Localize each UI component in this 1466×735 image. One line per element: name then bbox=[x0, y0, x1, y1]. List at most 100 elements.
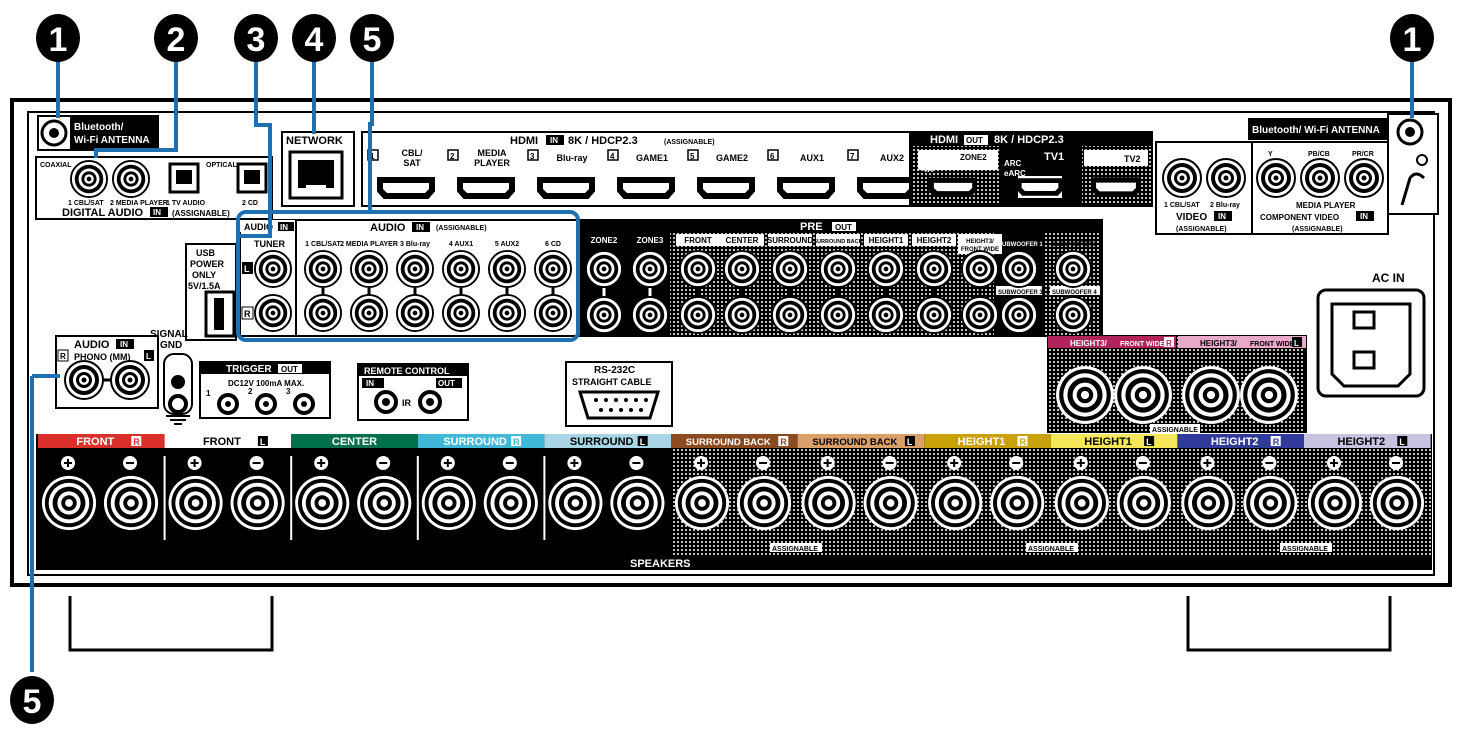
component-pr-jack[interactable] bbox=[1344, 158, 1384, 198]
tuner-r-jack[interactable] bbox=[254, 294, 292, 332]
speaker-plus-post[interactable] bbox=[674, 475, 730, 531]
hdmi-out-4k: 4K bbox=[922, 164, 934, 174]
audio-input-label: 5 AUX2 bbox=[495, 241, 519, 248]
audio-input-r-jack[interactable] bbox=[488, 294, 526, 332]
height3-l-side: L bbox=[1294, 339, 1299, 348]
pre-channel-top-jack[interactable] bbox=[723, 250, 761, 288]
pre-channel-bottom-jack[interactable] bbox=[915, 296, 953, 334]
pre-label-bg bbox=[912, 234, 956, 246]
audio-input-l-jack[interactable] bbox=[534, 250, 572, 288]
speaker-plus-post[interactable] bbox=[1307, 475, 1363, 531]
pre-channel-top-jack[interactable] bbox=[867, 250, 905, 288]
height3-r-plus-post[interactable] bbox=[1056, 366, 1114, 424]
pre-channel-top-jack[interactable] bbox=[771, 250, 809, 288]
height3-r-minus-post[interactable] bbox=[1114, 366, 1172, 424]
speaker-minus-post[interactable] bbox=[483, 475, 538, 531]
height3-l-plus-post[interactable] bbox=[1182, 366, 1240, 424]
pre-channel-bottom-jack[interactable] bbox=[679, 296, 717, 334]
pre-channel-bottom-jack[interactable] bbox=[723, 296, 761, 334]
hdmi-in-port[interactable] bbox=[536, 176, 596, 200]
hdmi-in-port[interactable] bbox=[456, 176, 516, 200]
speaker-plus-post[interactable] bbox=[928, 475, 983, 531]
pre-channel-bottom-jack[interactable] bbox=[867, 296, 905, 334]
coaxial-jack-1[interactable] bbox=[70, 160, 108, 198]
speaker-side-label: R bbox=[133, 437, 140, 447]
hdmi-in-port[interactable] bbox=[776, 176, 836, 200]
speaker-plus-post[interactable] bbox=[548, 475, 603, 531]
signal-gnd-terminal[interactable] bbox=[171, 375, 185, 389]
audio-input-r-jack[interactable] bbox=[350, 294, 388, 332]
speaker-plus-post[interactable] bbox=[41, 475, 97, 531]
phono-r-jack[interactable] bbox=[64, 360, 104, 400]
pre-sw1-jack[interactable] bbox=[1000, 250, 1038, 288]
speaker-minus-post[interactable] bbox=[863, 475, 918, 531]
video-jack-2[interactable] bbox=[1206, 158, 1246, 198]
pre-channel-label: FRONT bbox=[684, 236, 712, 245]
audio-input-label: 4 AUX1 bbox=[449, 241, 473, 248]
pre-channel-top-jack[interactable] bbox=[585, 250, 623, 288]
pre-channel-bottom-jack[interactable] bbox=[585, 296, 623, 334]
audio-input-l-jack[interactable] bbox=[442, 250, 480, 288]
video-jack-1[interactable] bbox=[1162, 158, 1202, 198]
hdmi-in-port[interactable] bbox=[856, 176, 916, 200]
pre-channel-top-jack[interactable] bbox=[819, 250, 857, 288]
audio-input-r-jack[interactable] bbox=[304, 294, 342, 332]
speaker-minus-post[interactable] bbox=[736, 475, 792, 531]
pre-channel-bottom-jack[interactable] bbox=[819, 296, 857, 334]
audio-input-r-jack[interactable] bbox=[396, 294, 434, 332]
speaker-plus-post[interactable] bbox=[801, 475, 856, 531]
audio-input-r-jack[interactable] bbox=[534, 294, 572, 332]
audio-tuner-in-badge: IN bbox=[280, 223, 288, 232]
speaker-group-name: HEIGHT1 bbox=[958, 436, 1006, 448]
tuner-l-jack[interactable] bbox=[254, 250, 292, 288]
speaker-plus-post[interactable] bbox=[1181, 475, 1236, 531]
speaker-minus-post[interactable] bbox=[610, 475, 665, 531]
height3-l-minus-post[interactable] bbox=[1240, 366, 1298, 424]
pre-channel-bottom-jack[interactable] bbox=[771, 296, 809, 334]
speaker-minus-post[interactable] bbox=[990, 475, 1045, 531]
pre-channel-top-jack[interactable] bbox=[631, 250, 669, 288]
pre-label-bg bbox=[768, 234, 812, 246]
speaker-minus-post[interactable] bbox=[357, 475, 412, 531]
component-pb-jack[interactable] bbox=[1300, 158, 1340, 198]
callout-3-number: 3 bbox=[247, 21, 266, 59]
hdmi-in-port[interactable] bbox=[616, 176, 676, 200]
pre-sw4-jack[interactable] bbox=[1054, 296, 1092, 334]
audio-input-l-jack[interactable] bbox=[350, 250, 388, 288]
speaker-minus-post[interactable] bbox=[230, 475, 285, 531]
speaker-minus-post[interactable] bbox=[1116, 475, 1171, 531]
video-jack-1-label: 1 CBL/SAT bbox=[1164, 202, 1200, 209]
audio-input-l-jack[interactable] bbox=[396, 250, 434, 288]
speaker-plus-post[interactable] bbox=[421, 475, 476, 531]
speaker-minus-post[interactable] bbox=[103, 475, 159, 531]
digital-audio-title: DIGITAL AUDIO bbox=[62, 207, 144, 219]
pre-sw3-jack[interactable] bbox=[1000, 296, 1038, 334]
component-y-jack[interactable] bbox=[1256, 158, 1296, 198]
digital-jack-2-label: 2 MEDIA PLAYER bbox=[110, 200, 168, 207]
pre-channel-top-jack[interactable] bbox=[961, 250, 999, 288]
audio-input-l-jack[interactable] bbox=[304, 250, 342, 288]
hdmi-out-tv1-port[interactable] bbox=[1016, 178, 1064, 196]
hdmi-out-zone2: ZONE2 bbox=[960, 153, 987, 162]
speaker-plus-post[interactable] bbox=[295, 475, 350, 531]
pre-channel-bottom-jack[interactable] bbox=[961, 296, 999, 334]
speaker-minus-post[interactable] bbox=[1369, 475, 1425, 531]
speaker-minus-post[interactable] bbox=[1243, 475, 1298, 531]
speaker-plus-post[interactable] bbox=[1054, 475, 1109, 531]
hdmi-in-port[interactable] bbox=[696, 176, 756, 200]
speaker-group-name: HEIGHT1 bbox=[1084, 436, 1132, 448]
plus-icon-mark bbox=[697, 459, 705, 467]
audio-input-l-jack[interactable] bbox=[488, 250, 526, 288]
coaxial-jack-2[interactable] bbox=[112, 160, 150, 198]
hdmi-out-tv2-port[interactable] bbox=[1090, 177, 1142, 197]
pre-channel-bottom-jack[interactable] bbox=[631, 296, 669, 334]
audio-input-r-jack[interactable] bbox=[442, 294, 480, 332]
rs232c-port[interactable] bbox=[577, 390, 661, 420]
phono-l-jack[interactable] bbox=[110, 360, 150, 400]
pre-channel-top-jack[interactable] bbox=[679, 250, 717, 288]
hdmi-in-port[interactable] bbox=[376, 176, 436, 200]
pre-channel-top-jack[interactable] bbox=[915, 250, 953, 288]
speaker-plus-post[interactable] bbox=[168, 475, 223, 531]
pre-sw2-jack[interactable] bbox=[1054, 250, 1092, 288]
hdmi-out-zone2-port[interactable] bbox=[928, 177, 978, 197]
